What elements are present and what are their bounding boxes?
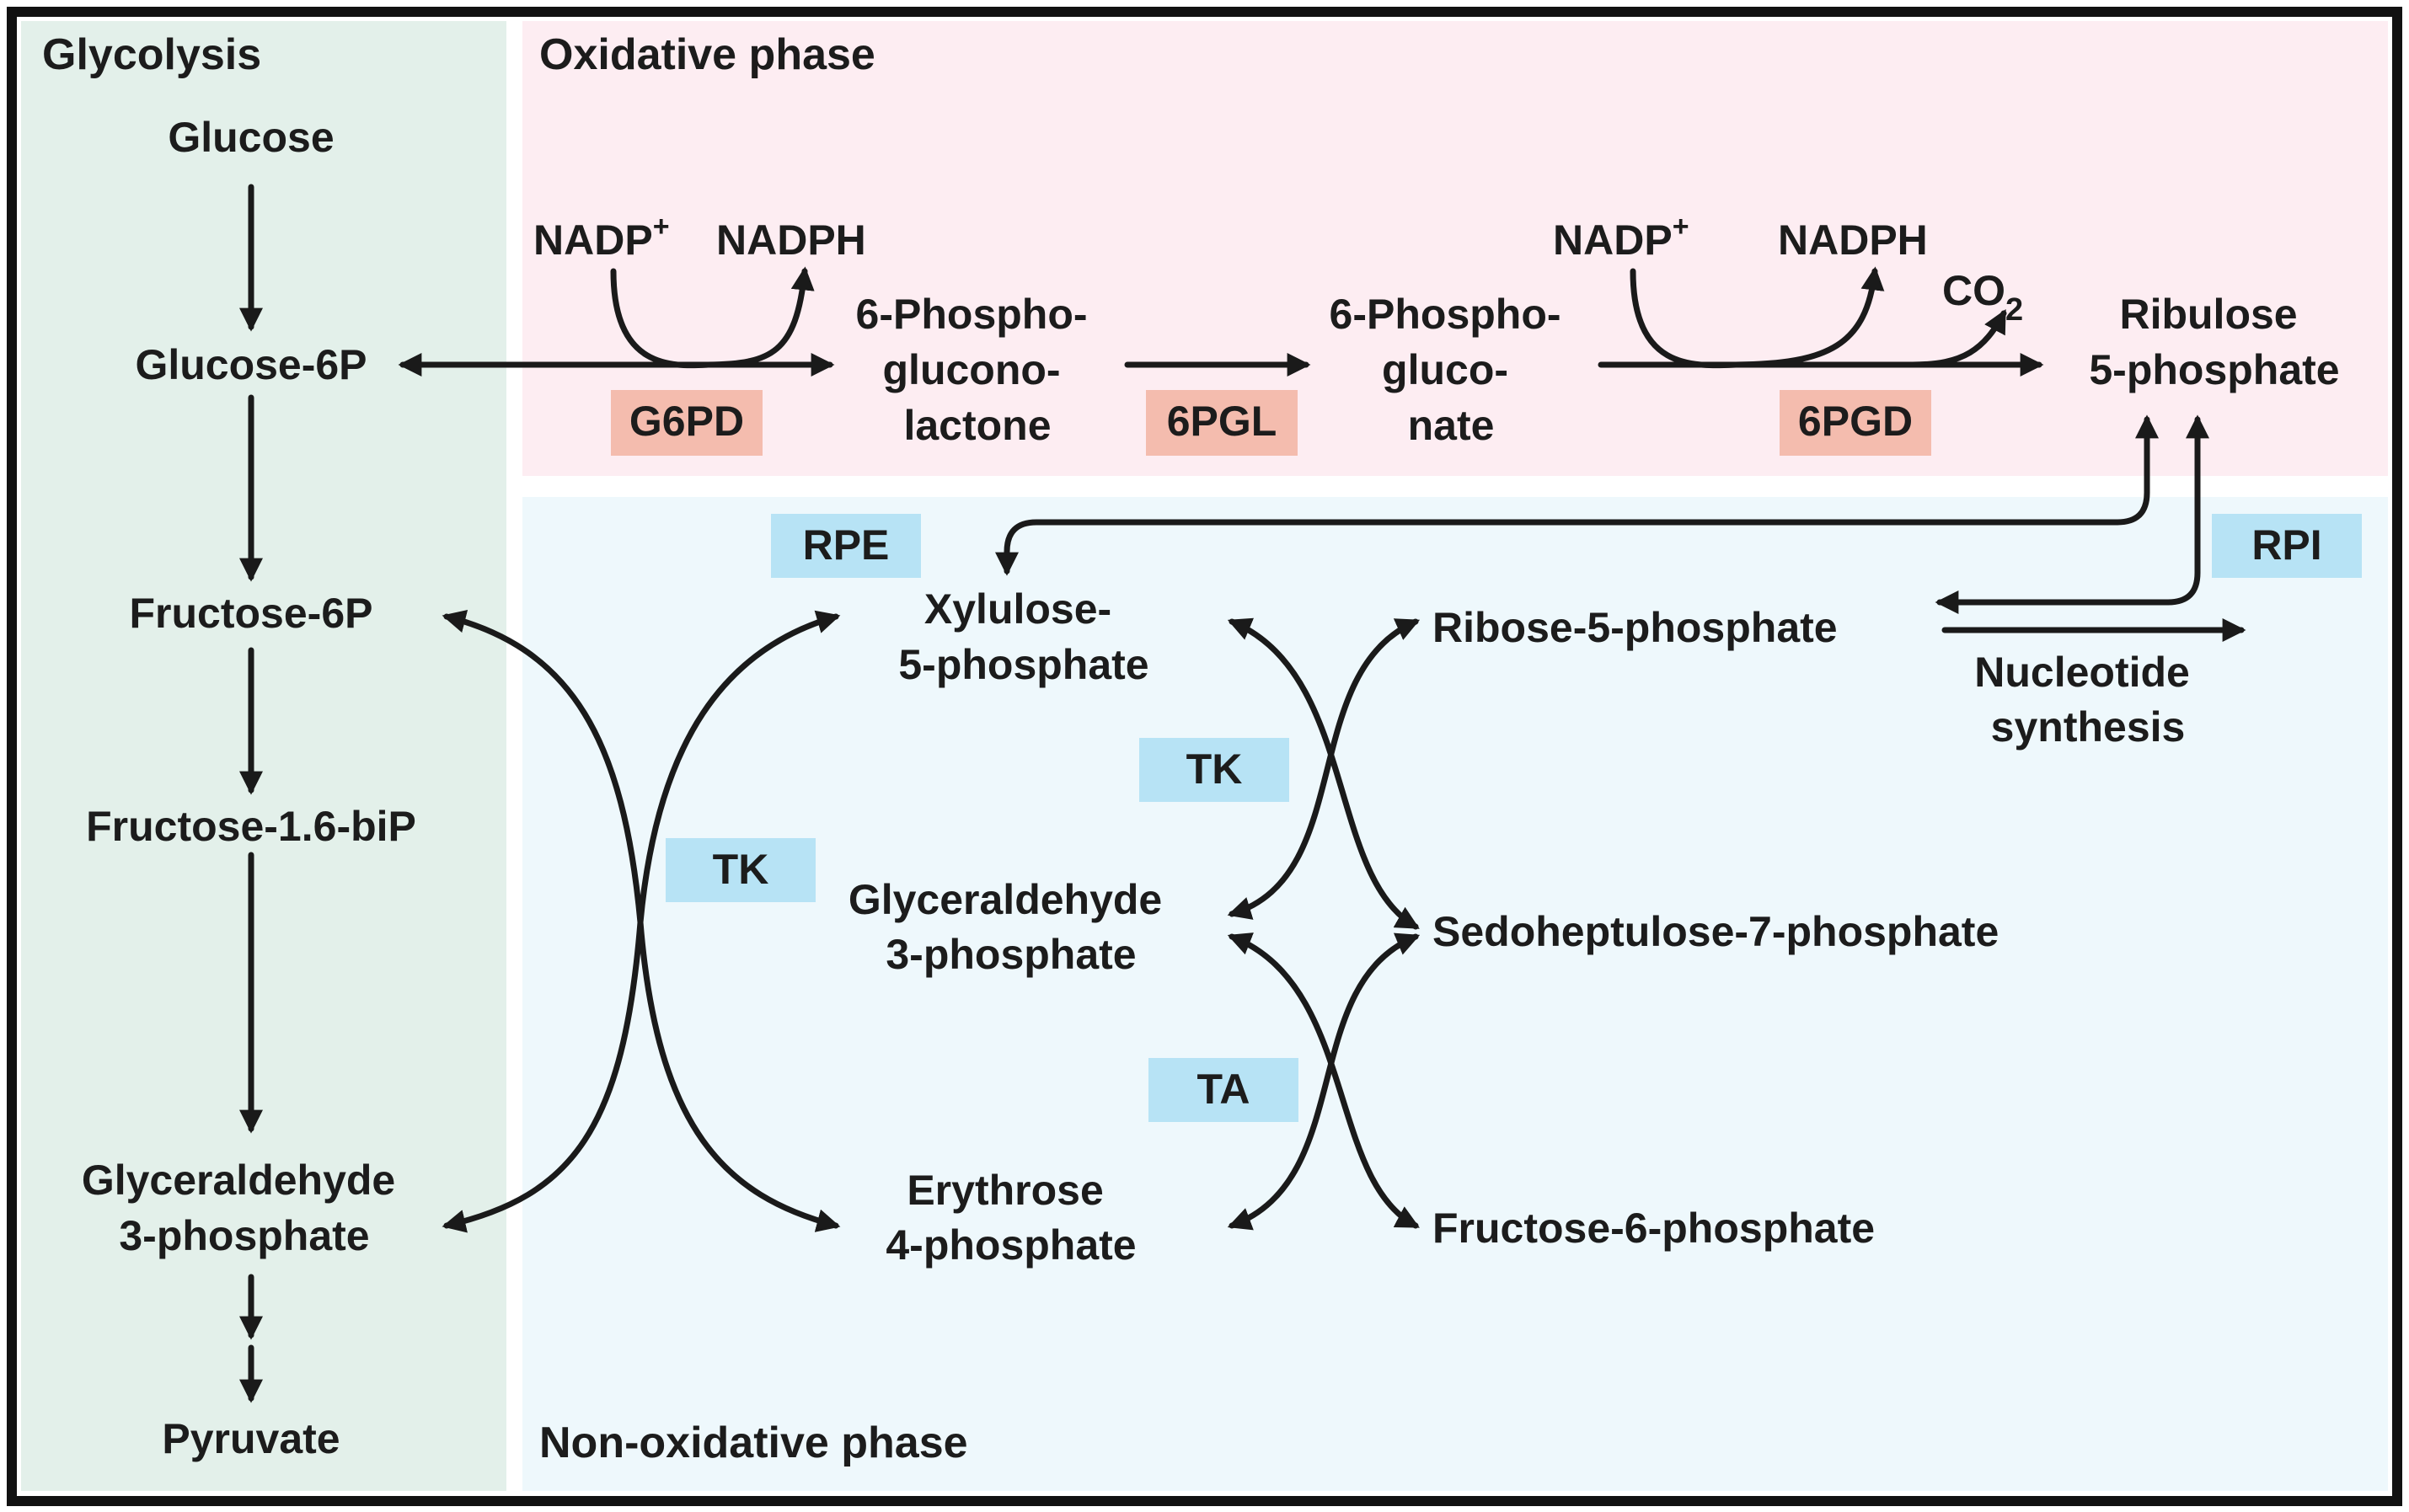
sedoheptulose-7-phosphate-label: Sedoheptulose-7-phosphate [1432, 908, 1999, 955]
fructose-6-phosphate-label: Fructose-6-phosphate [1432, 1205, 1875, 1252]
tk-right-enzyme-box [1139, 738, 1289, 802]
nadp-label-2: NADP+ [1553, 211, 1689, 264]
glycolysis-panel [21, 21, 506, 1491]
nadph-label-1: NADPH [716, 216, 866, 264]
nucleotide-synthesis-label: Nucleotide synthesis [1974, 649, 2202, 751]
co2-label: CO2 [1942, 267, 2023, 328]
rpi-enzyme-box [2212, 514, 2362, 578]
glucose-label: Glucose [168, 114, 334, 161]
rpe-enzyme-box [771, 514, 921, 578]
glycolysis-title: Glycolysis [42, 30, 261, 79]
erythrose-4-phosphate-label: Erythrose 4-phosphate [886, 1167, 1136, 1269]
tk-left-enzyme-box [666, 838, 816, 902]
nadp-label-1: NADP+ [533, 211, 670, 264]
xylulose-5-phosphate-label: Xylulose- 5-phosphate [898, 585, 1148, 688]
6pgl-label: 6PGL [1167, 398, 1277, 445]
tk-left-label: TK [713, 846, 769, 893]
oxidative-phase-title: Oxidative phase [539, 30, 875, 79]
tk-gap-to-xylulose-curve [442, 610, 841, 1233]
glycolysis-gap-label: Glyceraldehyde 3-phosphate [82, 1157, 407, 1259]
rpi-label: RPI [2251, 521, 2321, 569]
tk-right-label: TK [1186, 745, 1243, 793]
ribulose-5-phosphate-label: Ribulose 5-phosphate [2089, 291, 2339, 393]
outer-frame [7, 7, 2402, 1506]
nonoxidative-phase-title: Non-oxidative phase [539, 1419, 968, 1467]
ta-sedoheptulose-to-erythrose-curve [1227, 932, 1421, 1231]
ribulose-to-ribose-arrow [1935, 414, 2209, 614]
g6pd-enzyme-box [611, 390, 763, 456]
nonox-glyceraldehyde-3-phosphate-label: Glyceraldehyde 3-phosphate [849, 876, 1174, 978]
g6pd-label: G6PD [629, 398, 744, 445]
ribose-5-phosphate-label: Ribose-5-phosphate [1432, 604, 1838, 651]
fructose-6p-label: Fructose-6P [130, 590, 373, 637]
ta-enzyme-box [1148, 1058, 1298, 1122]
pyruvate-label: Pyruvate [162, 1415, 340, 1462]
oxidative-panel [522, 21, 2388, 476]
ta-label: TA [1197, 1066, 1250, 1113]
6pgd-label: 6PGD [1798, 398, 1913, 445]
fructose-16-bip-label: Fructose-1.6-biP [86, 803, 416, 850]
nadph-label-2: NADPH [1778, 216, 1928, 264]
glucose-6p-label: Glucose-6P [135, 341, 367, 388]
tk-ribose-to-glyceraldehyde-curve [1227, 618, 1421, 920]
phosphogluconolactone-label: 6-Phospho- glucono- lactone [856, 291, 1100, 449]
rpe-label: RPE [803, 521, 890, 569]
